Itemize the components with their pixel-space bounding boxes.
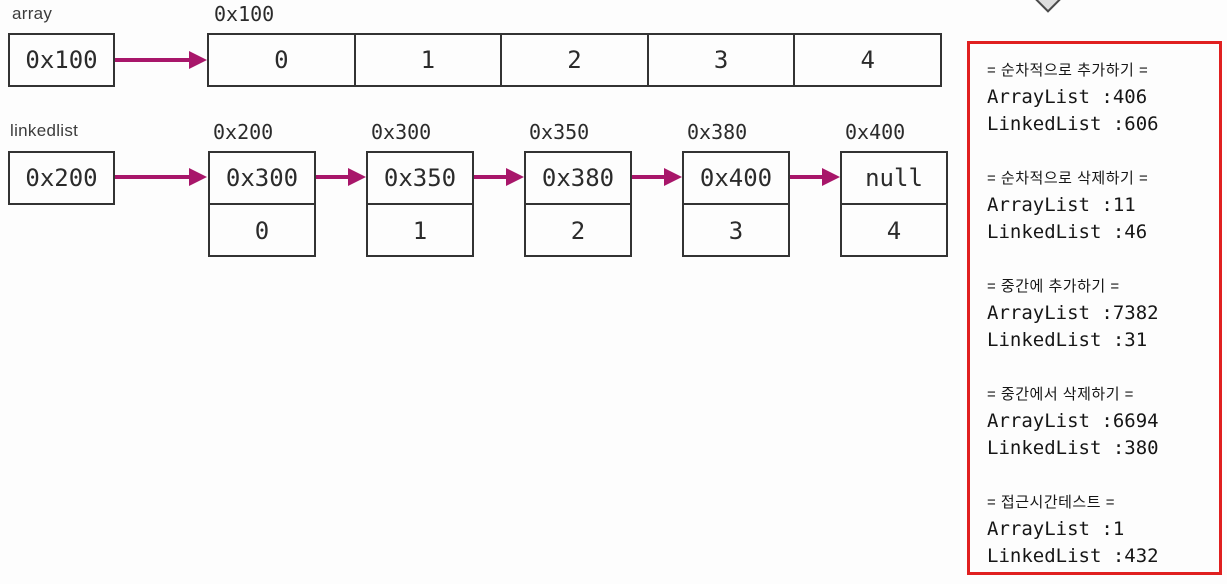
linkedlist-result: LinkedList :31 <box>987 329 1148 351</box>
arraylist-result: ArrayList :6694 <box>987 410 1159 432</box>
linkedlist-result: LinkedList :380 <box>987 437 1159 459</box>
result-section: = 중간에 추가하기 = ArrayList :7382 LinkedList … <box>987 273 1211 354</box>
node-address-label: 0x400 <box>845 120 906 144</box>
array-cell: 2 <box>502 35 649 85</box>
results-panel: = 순차적으로 추가하기 = ArrayList :406 LinkedList… <box>967 41 1222 575</box>
linkedlist-node: 0x380 2 <box>524 151 632 257</box>
result-section: = 중간에서 삭제하기 = ArrayList :6694 LinkedList… <box>987 381 1211 462</box>
node-address-label: 0x350 <box>529 120 590 144</box>
linkedlist-label: linkedlist <box>10 121 79 140</box>
linkedlist-pointer-arrowhead-icon <box>189 168 207 186</box>
linkedlist-pointer-arrow <box>115 175 189 179</box>
array-cells: 0 1 2 3 4 <box>207 33 942 87</box>
array-cell: 1 <box>356 35 503 85</box>
node-next-value: 0x350 <box>383 164 457 192</box>
array-cell-value: 4 <box>860 46 875 74</box>
node-value: 3 <box>684 205 788 257</box>
arraylist-result: ArrayList :11 <box>987 194 1136 216</box>
array-label: array <box>12 4 53 23</box>
node-address-label: 0x200 <box>213 120 274 144</box>
linkedlist-node: 0x300 0 <box>208 151 316 257</box>
node-value-text: 0 <box>254 217 270 245</box>
node-link-arrow <box>790 175 822 179</box>
node-value-text: 1 <box>412 217 428 245</box>
node-value: 4 <box>842 205 946 257</box>
array-pointer-arrowhead-icon <box>189 51 207 69</box>
node-next-pointer: 0x380 <box>526 153 630 205</box>
node-link-arrowhead-icon <box>506 168 524 186</box>
linkedlist-result: LinkedList :606 <box>987 113 1159 135</box>
node-value-text: 3 <box>728 217 744 245</box>
node-value: 2 <box>526 205 630 257</box>
arraylist-result: ArrayList :1 <box>987 518 1125 540</box>
result-section: = 순차적으로 추가하기 = ArrayList :406 LinkedList… <box>987 57 1211 138</box>
linkedlist-node: 0x350 1 <box>366 151 474 257</box>
cursor-icon <box>1035 0 1061 13</box>
node-next-value: 0x300 <box>225 164 299 192</box>
arraylist-result: ArrayList :7382 <box>987 302 1159 324</box>
node-value: 1 <box>368 205 472 257</box>
linkedlist-node: null 4 <box>840 151 948 257</box>
node-link-arrow <box>632 175 664 179</box>
array-cell-value: 0 <box>274 46 289 74</box>
array-cell-value: 1 <box>420 46 436 74</box>
array-cell: 3 <box>649 35 796 85</box>
linkedlist-pointer-box: 0x200 <box>8 151 115 205</box>
linkedlist-pointer-value: 0x200 <box>25 164 98 192</box>
result-section-title: = 순차적으로 삭제하기 = <box>987 170 1149 187</box>
linkedlist-result: LinkedList :46 <box>987 221 1148 243</box>
result-section-title: = 접근시간테스트 = <box>987 494 1115 511</box>
result-section: = 접근시간테스트 = ArrayList :1 LinkedList :432 <box>987 489 1211 570</box>
node-next-value: null <box>865 164 923 192</box>
node-next-pointer: 0x400 <box>684 153 788 205</box>
array-cell: 4 <box>795 35 940 85</box>
result-section-title: = 중간에서 삭제하기 = <box>987 386 1134 403</box>
linkedlist-node: 0x400 3 <box>682 151 790 257</box>
node-value-text: 2 <box>570 217 586 245</box>
arraylist-result: ArrayList :406 <box>987 86 1148 108</box>
node-address-label: 0x380 <box>687 120 748 144</box>
node-next-pointer: 0x300 <box>210 153 314 205</box>
node-value: 0 <box>210 205 314 257</box>
array-base-address-label: 0x100 <box>214 2 275 26</box>
result-section-title: = 중간에 추가하기 = <box>987 278 1120 295</box>
node-address-label: 0x300 <box>371 120 432 144</box>
node-link-arrowhead-icon <box>664 168 682 186</box>
array-cell-value: 3 <box>713 46 729 74</box>
node-next-pointer: null <box>842 153 946 205</box>
node-next-value: 0x400 <box>699 164 773 192</box>
node-value-text: 4 <box>886 217 902 245</box>
node-link-arrow <box>474 175 506 179</box>
result-section-title: = 순차적으로 추가하기 = <box>987 62 1149 79</box>
node-link-arrow <box>316 175 348 179</box>
linkedlist-result: LinkedList :432 <box>987 545 1159 567</box>
result-section: = 순차적으로 삭제하기 = ArrayList :11 LinkedList … <box>987 165 1211 246</box>
array-pointer-box: 0x100 <box>8 33 115 87</box>
node-next-value: 0x380 <box>541 164 615 192</box>
node-link-arrowhead-icon <box>822 168 840 186</box>
array-pointer-value: 0x100 <box>25 46 98 74</box>
node-next-pointer: 0x350 <box>368 153 472 205</box>
array-pointer-arrow <box>115 58 189 62</box>
node-link-arrowhead-icon <box>348 168 366 186</box>
array-cell: 0 <box>209 35 356 85</box>
array-cell-value: 2 <box>567 46 582 74</box>
